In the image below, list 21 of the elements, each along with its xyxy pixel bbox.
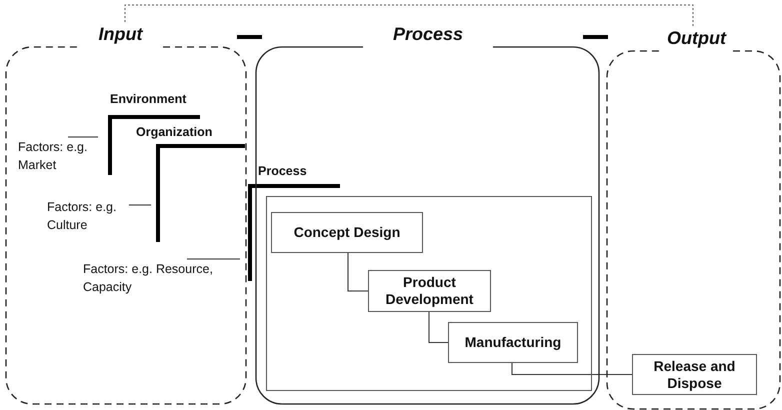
process-step-box: Manufacturing	[448, 322, 578, 363]
connector-line	[124, 4, 694, 26]
factor-note: Factors: e.g. Market	[18, 137, 100, 175]
process-step-box: Product Development	[368, 270, 491, 312]
stage-label: Organization	[136, 125, 212, 139]
connector-line	[428, 312, 448, 343]
process-step-box: Concept Design	[271, 212, 423, 253]
connector-line	[348, 252, 368, 292]
factor-note: Factors: e.g. Culture	[47, 197, 129, 235]
stage-label: Process	[258, 164, 307, 178]
process-step-box: Release and Dispose	[632, 354, 757, 395]
panel-heading: Process	[392, 23, 464, 46]
leader-line	[68, 136, 98, 138]
leader-line	[186, 258, 240, 260]
panel-heading: Output	[666, 27, 728, 50]
panel-heading: Input	[98, 23, 144, 46]
group-frame	[266, 196, 592, 391]
connector-line	[512, 362, 632, 375]
factor-note: Factors: e.g. Resource, Capacity	[83, 259, 245, 297]
stage-label: Environment	[110, 92, 186, 106]
leader-line	[128, 204, 152, 206]
